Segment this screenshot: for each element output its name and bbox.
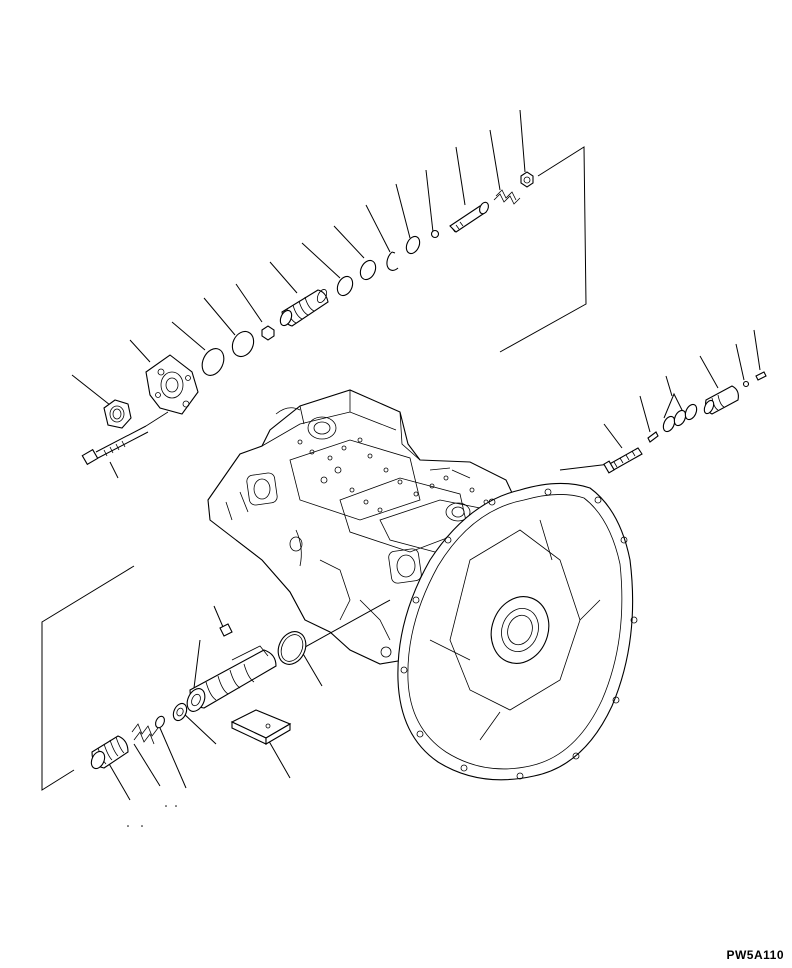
spring-large (89, 736, 128, 771)
collar (171, 701, 189, 722)
screw-small (220, 624, 232, 636)
spring-small (132, 724, 158, 744)
cap-nut (521, 172, 533, 187)
right-leader-lines (560, 330, 760, 470)
o-ring-3 (334, 274, 355, 298)
backup-ring (404, 234, 422, 255)
o-ring-large (273, 627, 311, 669)
lower-group-bracket (42, 566, 134, 790)
pin-small (648, 432, 658, 442)
snap-ring (387, 252, 398, 270)
o-ring-1 (198, 345, 228, 379)
ball-small (744, 382, 749, 387)
spool (278, 288, 328, 327)
plug-tiny (756, 372, 766, 380)
upper-group-bracket (500, 147, 586, 352)
washer (154, 715, 166, 729)
flange (146, 355, 198, 414)
plug-small (262, 326, 274, 340)
o-ring-2 (228, 328, 257, 360)
upper-leader-lines (72, 110, 525, 478)
ball (432, 231, 439, 238)
spring (494, 190, 520, 204)
o-ring-large-inner (277, 631, 307, 665)
figure-reference-code: PW5A110 (726, 948, 784, 962)
pin (450, 201, 490, 232)
valve-stem (604, 448, 642, 473)
mounting-flange (398, 483, 637, 779)
stray-marks (127, 805, 177, 827)
o-ring-4 (357, 258, 378, 282)
nut (104, 400, 131, 428)
piston-sleeve (184, 646, 276, 714)
bolt (82, 412, 168, 464)
block (232, 710, 290, 744)
seal-rings (661, 403, 699, 434)
sleeve (702, 386, 738, 415)
